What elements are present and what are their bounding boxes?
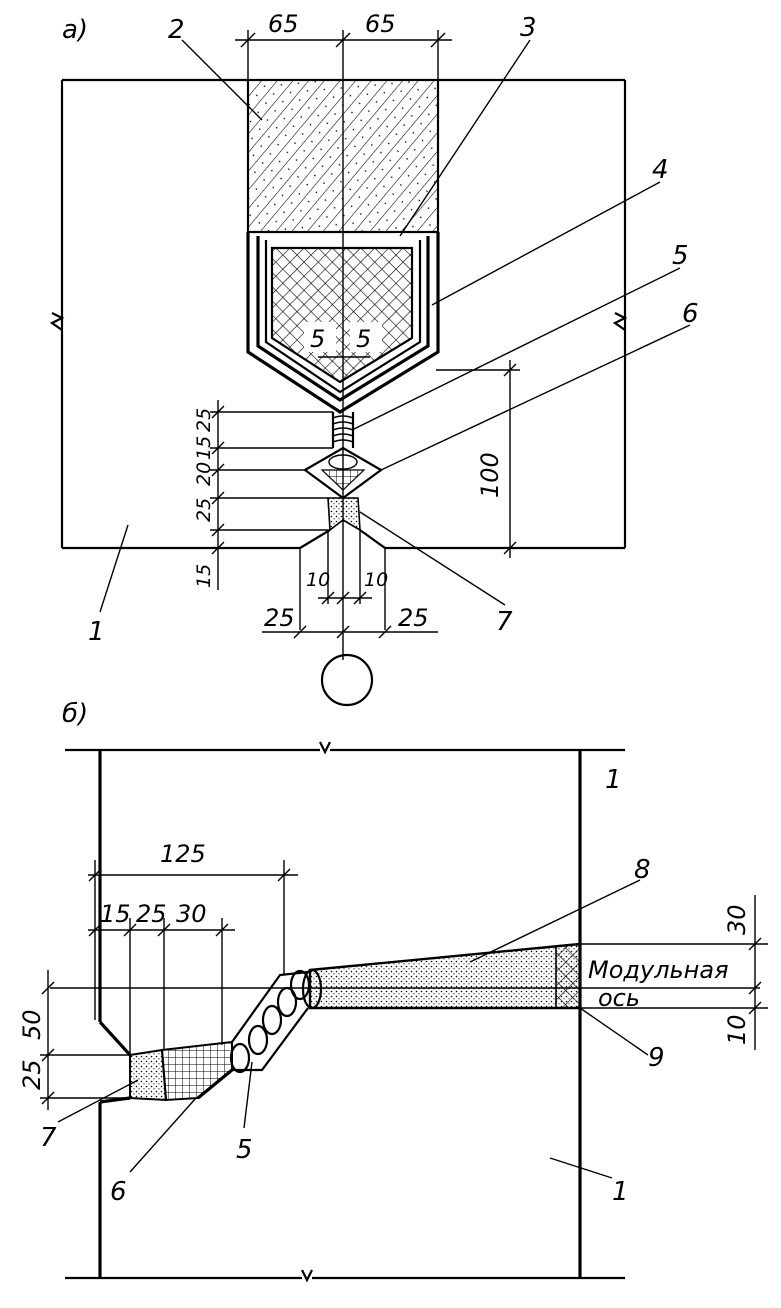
mastic-plug-b xyxy=(129,1048,168,1102)
callout-a-5: 5 xyxy=(672,241,689,271)
dim-25-right: 25 xyxy=(398,604,429,632)
dim-v-15: 15 xyxy=(193,436,215,460)
element-9 xyxy=(555,943,581,1009)
dim-5-right: 5 xyxy=(356,325,371,353)
dim-25v-text: 25 xyxy=(18,1059,46,1090)
dim-65-right: 65 xyxy=(365,10,396,38)
callout-b-6: 6 xyxy=(110,1177,127,1207)
callout-b-5: 5 xyxy=(236,1135,253,1165)
callout-a-3: 3 xyxy=(520,13,537,43)
dim-right-b xyxy=(580,895,768,1050)
dim-125 xyxy=(88,860,298,1020)
dim-top xyxy=(235,30,452,80)
callout-a-1: 1 xyxy=(88,617,105,647)
dim-10-left: 10 xyxy=(306,569,330,591)
callout-b-9: 9 xyxy=(648,1043,665,1073)
dim-v-25b: 25 xyxy=(193,498,215,522)
sealant-layer xyxy=(246,232,440,414)
gasket-coil-b xyxy=(229,969,311,1074)
axis-text-1: Модульная xyxy=(588,956,729,984)
sealing-rod-b xyxy=(160,1040,233,1102)
rod-end xyxy=(301,968,323,1010)
dim-left-stack xyxy=(210,400,333,590)
callout-b-7: 7 xyxy=(40,1123,57,1153)
mortar-fill xyxy=(308,942,582,1010)
dim-10r-text: 10 xyxy=(723,1014,751,1045)
callouts-b xyxy=(57,879,649,1179)
mastic-plug xyxy=(299,497,386,630)
dim-100 xyxy=(436,360,520,558)
callout-a-6: 6 xyxy=(682,299,699,329)
dim-v-20: 20 xyxy=(193,462,215,486)
callouts-a xyxy=(99,39,691,613)
panel-a-slab xyxy=(49,78,628,550)
dim-25-text: 25 xyxy=(136,900,167,928)
callout-b-1-bottom: 1 xyxy=(612,1177,629,1207)
axis-bubble xyxy=(320,653,374,707)
callout-a-4: 4 xyxy=(652,155,669,185)
dim-50-text: 50 xyxy=(18,1009,46,1040)
dim-bottom xyxy=(262,530,438,639)
callout-a-2: 2 xyxy=(168,15,185,45)
dim-25-left: 25 xyxy=(264,604,295,632)
dim-5-left: 5 xyxy=(310,325,325,353)
callout-b-8: 8 xyxy=(634,855,651,885)
dim-100-text: 100 xyxy=(476,452,504,498)
dim-125-text: 125 xyxy=(160,840,206,868)
dim-15-text: 15 xyxy=(100,900,131,928)
dim-30r-text: 30 xyxy=(723,904,751,935)
dim-30-text: 30 xyxy=(176,900,207,928)
callout-b-1-top: 1 xyxy=(605,765,622,795)
dim-65-left: 65 xyxy=(268,10,299,38)
panel-b-slab xyxy=(65,741,625,1283)
dim-left-b xyxy=(40,970,130,1110)
dim-v-25a: 25 xyxy=(193,408,215,432)
callout-a-7: 7 xyxy=(496,607,513,637)
insulation-insert xyxy=(270,246,414,384)
panel-b-label: б) xyxy=(62,699,88,729)
dim-v-15b: 15 xyxy=(193,564,215,588)
dim-15-25-30 xyxy=(88,918,235,1055)
panel-a-label: а) xyxy=(62,15,88,45)
dim-10-right: 10 xyxy=(364,569,388,591)
